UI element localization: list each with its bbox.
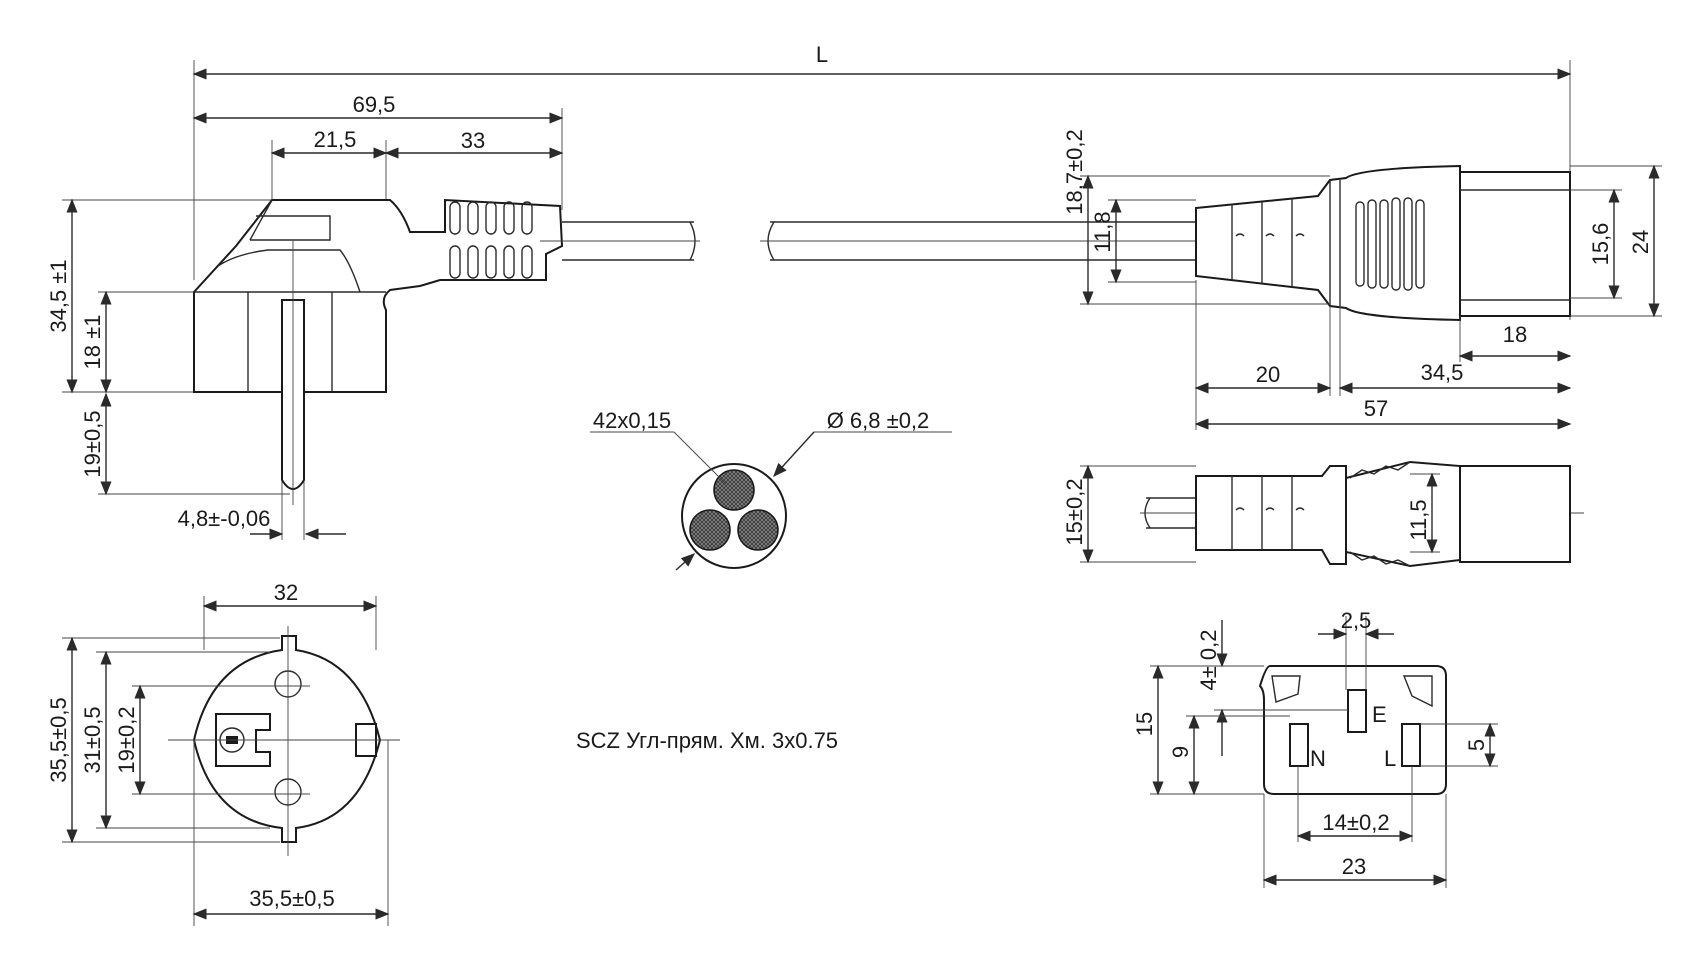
dim-9: 9 [1168, 746, 1193, 758]
angled-plug-side-view: 69,5 21,5 33 34,5 ±1 18 ±1 19±0,5 4,8±-0… [46, 92, 700, 540]
dim-14: 14±0,2 [1322, 810, 1389, 835]
dim-31: 31±0,5 [80, 706, 105, 773]
plug-front-view: 32 35,5±0,5 31±0,5 19±0,2 35,5±0,5 [46, 580, 400, 926]
dim-57: 57 [1364, 396, 1388, 421]
plug-grip-ribs [449, 201, 533, 279]
dim-diameter: Ø 6,8 ±0,2 [827, 408, 930, 433]
connector-side-view: 18,7±0,2 11,8 15,6 24 18 20 34,5 57 [760, 129, 1662, 430]
dim-2-5: 2,5 [1341, 608, 1372, 633]
dim-11-8: 11,8 [1090, 211, 1115, 252]
dim-18-7: 18,7±0,2 [1062, 129, 1087, 214]
pin-label-e: E [1372, 702, 1387, 727]
cable-cross-section: 42x0,15 Ø 6,8 ±0,2 [590, 408, 952, 571]
connector-grip-slots [1355, 197, 1425, 291]
drawing-caption: SCZ Угл-прям. Хм. 3x0.75 [576, 728, 838, 753]
dim-11-5: 11,5 [1406, 499, 1431, 540]
dim-21-5: 21,5 [314, 127, 357, 152]
dim-34-5: 34,5 [1421, 360, 1464, 385]
dim-20: 20 [1256, 362, 1280, 387]
dim-19-0-2: 19±0,2 [114, 706, 139, 773]
dim-18-1: 18 ±1 [80, 315, 105, 370]
dim-69-5: 69,5 [353, 92, 396, 117]
dim-35-5-vertical: 35,5±0,5 [46, 697, 71, 782]
dim-4-8: 4,8±-0,06 [178, 506, 271, 531]
connector-front-view: E N L 2,5 4± 0,2 15 9 5 14±0,2 23 [1132, 608, 1498, 888]
pin-label-l: L [1384, 746, 1396, 771]
dim-L: L [816, 42, 828, 67]
dim-5: 5 [1464, 739, 1489, 751]
dim-24: 24 [1628, 230, 1653, 254]
dim-15-0-2: 15±0,2 [1062, 478, 1087, 545]
dim-32: 32 [274, 580, 298, 605]
dim-18: 18 [1503, 322, 1527, 347]
dim-wires: 42x0,15 [593, 408, 671, 433]
dim-19-0-5: 19±0,5 [80, 410, 105, 477]
dim-15-6: 15,6 [1588, 223, 1613, 266]
dim-35-5-horizontal: 35,5±0,5 [249, 886, 334, 911]
connector-top-view: 15±0,2 11,5 [1062, 460, 1584, 568]
dim-15: 15 [1132, 712, 1157, 736]
dim-33: 33 [461, 128, 485, 153]
pin-label-n: N [1310, 746, 1326, 771]
dim-4-0-2: 4± 0,2 [1196, 629, 1221, 690]
dim-34-5-1: 34,5 ±1 [46, 259, 71, 332]
dim-23: 23 [1342, 854, 1366, 879]
